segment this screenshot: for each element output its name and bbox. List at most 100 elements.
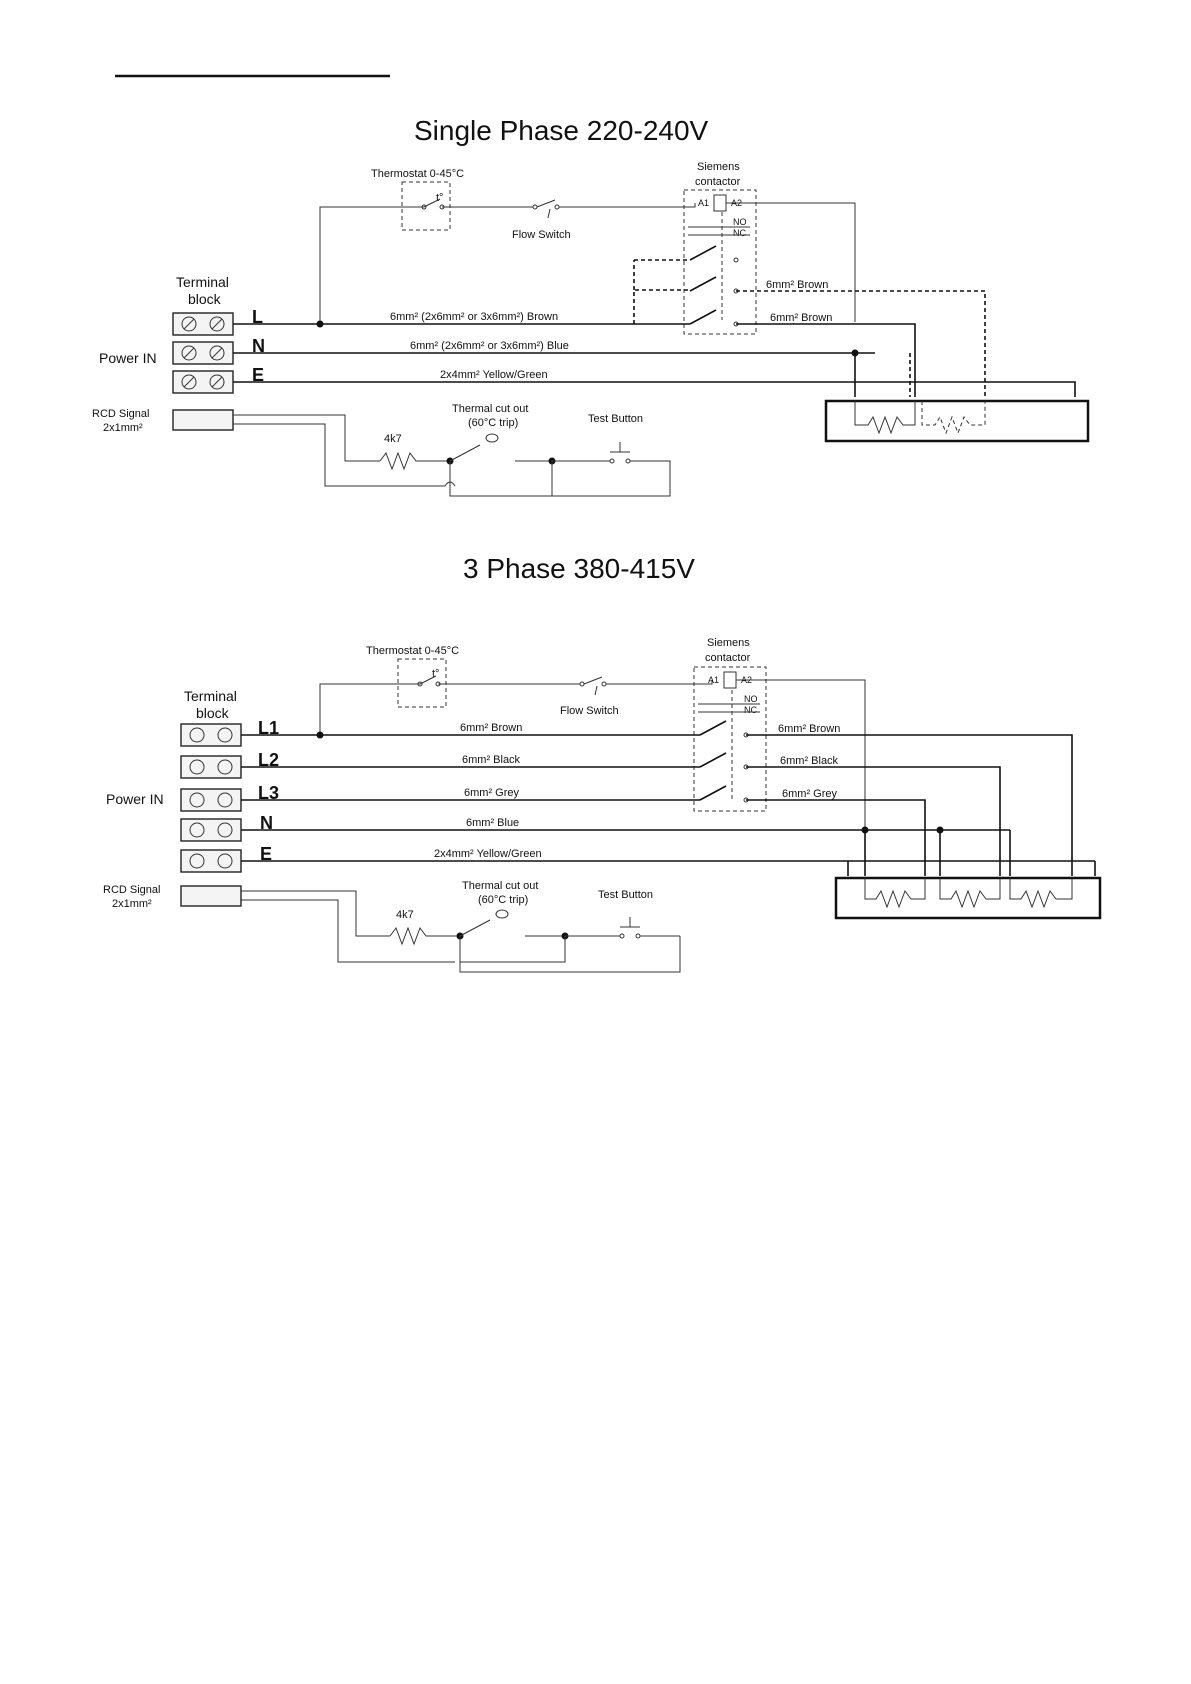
three-flow-switch	[583, 676, 603, 685]
single-test-contact	[625, 458, 631, 464]
single-earth-output	[835, 381, 1076, 397]
single-test-return	[552, 460, 671, 497]
three-flow-paddle	[594, 685, 598, 696]
three-L2-output	[746, 766, 1001, 876]
three-L1-label: L1	[258, 718, 279, 738]
single-heating-element-optional	[921, 401, 986, 435]
three-contactor-label-2: contactor	[705, 652, 751, 664]
single-control-wire	[559, 203, 696, 208]
three-flow-contact	[601, 681, 607, 687]
single-terminal-label-2: block	[188, 291, 222, 307]
single-crossover	[444, 481, 456, 487]
three-control-wire	[319, 683, 420, 734]
single-phase-title: Single Phase 220-240V	[414, 115, 709, 146]
single-rcd-label-2: 2x1mm²	[103, 422, 143, 434]
three-no-label: NO	[744, 694, 758, 704]
three-control-wire	[606, 680, 713, 685]
single-flow-contact	[554, 204, 560, 210]
three-test-contact	[635, 933, 641, 939]
single-contactor-pole	[689, 276, 717, 292]
three-coil-return-wire	[736, 679, 866, 834]
single-rcd-label-1: RCD Signal	[92, 408, 149, 420]
single-thermal-label-1: Thermal cut out	[452, 403, 528, 415]
single-coil-return-wire	[726, 202, 856, 322]
single-heater-element-box	[824, 399, 1090, 443]
single-contact-point	[733, 257, 739, 263]
three-terminal-label-1: Terminal	[184, 688, 237, 704]
single-out-dashed-label: 6mm² Brown	[766, 279, 828, 291]
three-contactor-pole	[699, 720, 727, 736]
single-contactor-label-1: Siemens	[697, 161, 740, 173]
single-phase-diagram: Single Phase 220-240V Thermostat 0-45°C …	[92, 115, 1090, 497]
three-junction	[316, 731, 324, 739]
three-thermal-label-1: Thermal cut out	[462, 880, 538, 892]
single-nc-label: NC	[733, 228, 746, 238]
three-heating-element	[939, 878, 1001, 909]
single-out-label: 6mm² Brown	[770, 312, 832, 324]
three-heating-element	[1009, 878, 1073, 909]
three-test-contact	[619, 933, 625, 939]
three-thermostat-box	[397, 658, 447, 708]
three-loop-wire	[459, 936, 681, 973]
single-optional-feed	[633, 289, 690, 324]
three-L1-wire-label: 6mm² Brown	[460, 722, 522, 734]
single-L-label: L	[252, 307, 263, 327]
three-contactor-label-1: Siemens	[707, 637, 750, 649]
three-phase-title: 3 Phase 380-415V	[463, 553, 695, 584]
three-contactor-box	[693, 666, 767, 812]
single-brown-output	[736, 323, 916, 397]
single-thermostat-switch	[423, 198, 441, 208]
three-L2-label: L2	[258, 750, 279, 770]
three-E-wire-label: 2x4mm² Yellow/Green	[434, 848, 542, 860]
single-N-label: N	[252, 336, 265, 356]
three-phase-diagram: 3 Phase 380-415V Thermostat 0-45°C t° Fl…	[103, 553, 1102, 973]
single-thermostat-box	[401, 181, 451, 231]
single-optional-output	[736, 290, 986, 397]
three-L3-wire-label: 6mm² Grey	[464, 787, 520, 799]
three-thermal-label-2: (60°C trip)	[478, 894, 528, 906]
single-no-label: NO	[733, 217, 747, 227]
three-thermal-symbol	[495, 909, 509, 919]
three-thermal-switch	[459, 919, 491, 937]
single-terminal-block	[172, 312, 234, 394]
three-rcd-label-1: RCD Signal	[103, 884, 160, 896]
single-resistor	[379, 451, 450, 471]
single-contactor-box	[683, 189, 757, 335]
three-rcd-wire	[241, 890, 390, 937]
three-rcd-label-2: 2x1mm²	[112, 898, 152, 910]
three-L3-label: L3	[258, 783, 279, 803]
single-thermostat-symbol: t°	[436, 192, 443, 204]
single-flow-switch-label: Flow Switch	[512, 229, 571, 241]
single-junction	[316, 320, 324, 328]
three-contactor-pole	[699, 752, 727, 768]
single-contactor-pole	[689, 309, 717, 325]
single-rcd-terminal	[172, 409, 234, 431]
single-contactor-label-2: contactor	[695, 176, 741, 188]
three-out-L1-label: 6mm² Brown	[778, 723, 840, 735]
three-terminal-label-2: block	[196, 705, 230, 721]
single-flow-contact	[532, 204, 538, 210]
single-loop-wire	[449, 461, 553, 497]
single-contactor-coil	[713, 194, 727, 212]
three-thermostat-switch	[419, 675, 437, 685]
single-flow-switch	[536, 199, 556, 208]
single-test-contact	[609, 458, 615, 464]
three-contactor-pole	[699, 785, 727, 801]
three-rcd-wire	[241, 899, 455, 963]
three-flow-contact	[579, 681, 585, 687]
three-out-L2-label: 6mm² Black	[780, 755, 839, 767]
three-L2-wire-label: 6mm² Black	[462, 754, 521, 766]
single-heating-element	[854, 401, 916, 435]
three-flow-switch-label: Flow Switch	[560, 705, 619, 717]
single-thermal-label-2: (60°C trip)	[468, 417, 518, 429]
single-terminal-label-1: Terminal	[176, 274, 229, 290]
single-thermal-symbol	[485, 433, 499, 443]
three-terminal-block	[180, 723, 242, 873]
three-L3-output	[746, 799, 926, 876]
three-heater-element-box	[834, 876, 1102, 920]
three-contactor-coil	[723, 671, 737, 689]
single-thermostat-label: Thermostat 0-45°C	[371, 168, 464, 180]
three-a1-label: A1	[708, 675, 719, 685]
